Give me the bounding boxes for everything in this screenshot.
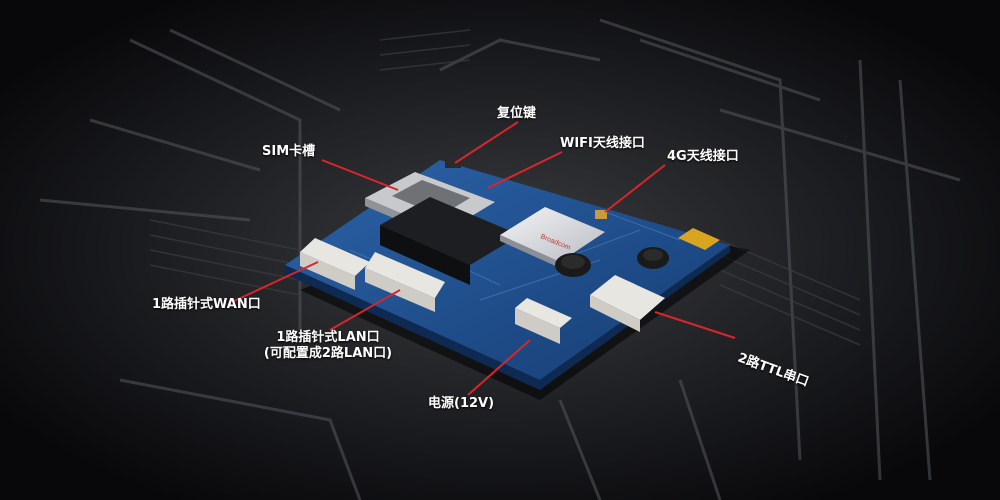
pointer-reset [454, 121, 519, 164]
power-header-part [515, 298, 572, 344]
wan-header-part [300, 238, 370, 290]
reset-button-part [445, 160, 461, 168]
pointer-sim [321, 159, 399, 191]
mini-pcie-connector [380, 197, 520, 285]
label-reset-button: 复位键 [497, 106, 537, 121]
soc-chip: Broadcom [500, 207, 605, 268]
pointer-lines [231, 121, 736, 396]
label-wifi-antenna: WIFI天线接口 [560, 136, 645, 151]
pointer-lan [329, 289, 401, 331]
label-lan-port: 1路插针式LAN口 (可配置成2路LAN口) [258, 330, 398, 362]
label-lan-port-line1: 1路插针式LAN口 [276, 330, 380, 345]
pointer-wifi [487, 151, 563, 189]
label-wan-port: 1路插针式WAN口 [152, 297, 261, 312]
pointer-4g [604, 164, 666, 213]
label-power: 电源(12V) [428, 396, 495, 411]
ttl-header-part [590, 275, 665, 332]
pointer-ttl [654, 311, 736, 339]
label-sim-slot: SIM卡槽 [262, 144, 316, 159]
pointer-power [467, 339, 531, 396]
lte-antenna-part [595, 210, 607, 219]
label-lte-antenna: 4G天线接口 [667, 149, 739, 164]
background-structure [39, 18, 961, 500]
label-lan-port-line2: (可配置成2路LAN口) [263, 346, 393, 361]
inductors [555, 247, 669, 277]
background-grid [149, 29, 861, 346]
capacitor [678, 228, 720, 250]
pointer-wan [231, 261, 319, 303]
